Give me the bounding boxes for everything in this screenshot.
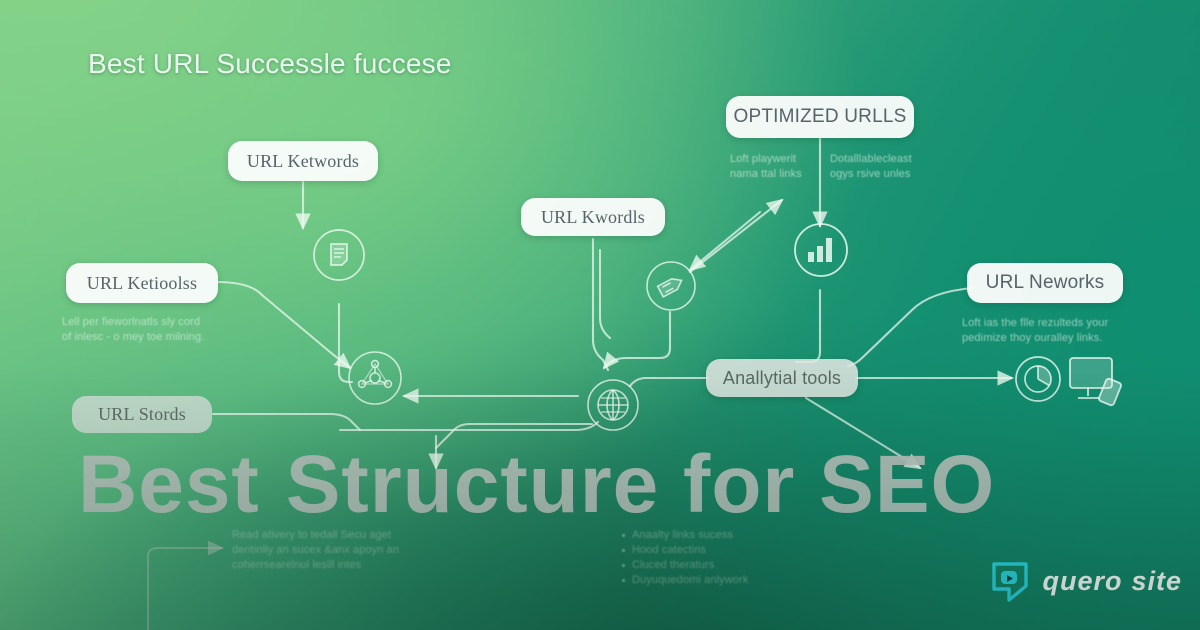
left-note-line-2: of inlesc - o mey toe milning.: [62, 331, 205, 343]
bullet-list: Anaalty links sucess Hood catectins Cluc…: [620, 528, 850, 588]
list-item: Hood catectins: [620, 543, 850, 558]
node-url-neworks[interactable]: URL Neworks: [967, 263, 1123, 303]
node-url-ketwords[interactable]: URL Ketwords: [228, 141, 378, 181]
node-url-kwordls[interactable]: URL Kwordls: [521, 198, 665, 236]
globe-icon[interactable]: [586, 378, 640, 432]
list-item: Duyuquedomi anlywork: [620, 573, 850, 588]
bottom-bullet-list: Anaalty links sucess Hood catectins Cluc…: [620, 528, 850, 588]
page-title: Best Structure for SEO: [78, 440, 1118, 530]
optimized-note-right-line-1: Dotalllablecleast: [830, 153, 912, 165]
list-item: Cluced theraturs: [620, 558, 850, 573]
bottom-paragraph-line-2: dentinlly an sucex &anx apoyn an: [232, 544, 400, 556]
atom-network-icon[interactable]: [347, 350, 403, 406]
page-title-part-2: Structure for SEO: [285, 439, 996, 530]
left-note-line-1: Lell per fieworlnatls sly cord: [62, 316, 201, 328]
left-note: Lell per fieworlnatls sly cord of inlesc…: [62, 315, 252, 345]
top-title: Best URL Successle fuccese: [88, 48, 452, 79]
node-label: URL Kwordls: [540, 206, 646, 227]
right-note-line-1: Loft ias the flle rezulteds your: [962, 317, 1109, 329]
node-url-stords[interactable]: URL Stords: [72, 396, 212, 433]
optimized-note-right-line-2: ogys rsive unles: [830, 168, 911, 180]
node-url-ketioolss[interactable]: URL Ketioolss: [66, 263, 218, 303]
bottom-paragraph: Read ativery to tedall Secu aget dentinl…: [232, 528, 452, 573]
optimized-note-left: Loft playwerit nama ttal links: [730, 152, 826, 182]
document-icon[interactable]: [312, 228, 366, 282]
pie-chart-icon[interactable]: [1014, 355, 1062, 403]
node-optimized-urlls[interactable]: OPTIMIZED URLLS: [726, 96, 914, 138]
node-label: OPTIMIZED URLLS: [733, 106, 907, 127]
node-label: URL Ketioolss: [86, 272, 198, 293]
node-label: URL Neworks: [985, 272, 1105, 293]
right-note: Loft ias the flle rezulteds your pedimiz…: [962, 316, 1162, 346]
brand-word-2: site: [1131, 565, 1182, 596]
node-label: URL Ketwords: [246, 150, 360, 171]
brand-logo[interactable]: quero site: [987, 558, 1182, 604]
list-item: Anaalty links sucess: [620, 528, 850, 543]
right-note-line-2: pedimize thoy ouralley links.: [962, 332, 1103, 344]
brand-word-1: quero: [1042, 565, 1123, 596]
monitor-devices-icon[interactable]: [1064, 352, 1128, 410]
bottom-paragraph-line-3: coherrsearelnul lesill intes: [232, 559, 362, 571]
node-label: Anallytial tools: [722, 367, 842, 388]
optimized-note-left-line-1: Loft playwerit: [730, 153, 797, 165]
optimized-note-left-line-2: nama ttal links: [730, 168, 802, 180]
speech-bubble-play-icon: [987, 558, 1033, 604]
brand-logo-text: quero site: [1042, 566, 1182, 597]
optimized-note-right: Dotalllablecleast ogys rsive unles: [830, 152, 934, 182]
bottom-paragraph-line-1: Read ativery to tedall Secu aget: [232, 529, 392, 541]
tag-icon[interactable]: [645, 260, 697, 312]
page-title-part-1: Best: [78, 439, 260, 530]
node-analytial-tools[interactable]: Anallytial tools: [706, 359, 858, 397]
bar-chart-icon[interactable]: [793, 222, 849, 278]
node-label: URL Stords: [98, 404, 186, 424]
